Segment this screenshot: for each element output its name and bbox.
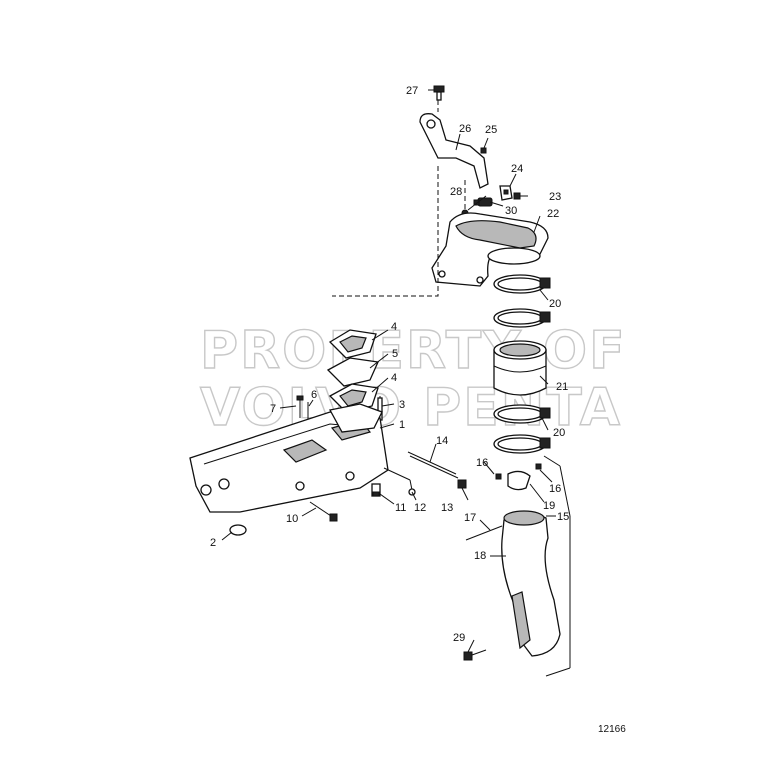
callout-20-lower: 20 xyxy=(553,427,565,439)
callout-20-upper: 20 xyxy=(549,298,561,310)
callout-5: 5 xyxy=(392,348,398,360)
watermark-line-1: PROPERTY OF xyxy=(200,321,627,381)
callout-26: 26 xyxy=(459,123,471,135)
callout-labels: 27 26 25 24 23 28 30 22 20 4 5 4 21 7 6 … xyxy=(210,85,569,644)
callout-12: 12 xyxy=(414,502,426,514)
part-20-hose-clamps-lower xyxy=(493,404,551,454)
callout-27: 27 xyxy=(406,85,418,97)
callout-2: 2 xyxy=(210,537,216,549)
part-20-hose-clamps-upper xyxy=(493,274,551,328)
callout-15: 15 xyxy=(557,511,569,523)
part-27-bolt xyxy=(433,85,445,101)
callout-13: 13 xyxy=(441,502,453,514)
part-14-stud xyxy=(407,451,459,479)
callout-1: 1 xyxy=(399,419,405,431)
part-24-clip xyxy=(499,185,513,201)
callout-19: 19 xyxy=(543,500,555,512)
part-26-lifting-bracket xyxy=(419,113,489,189)
part-15-18-exhaust-pipe xyxy=(501,510,561,657)
callout-7: 7 xyxy=(270,403,276,415)
callout-4-lower: 4 xyxy=(391,372,397,384)
callout-16-right: 16 xyxy=(549,483,561,495)
callout-11: 11 xyxy=(395,502,406,514)
callout-18: 18 xyxy=(474,550,486,562)
part-11-fitting xyxy=(371,483,381,497)
part-17-rod xyxy=(465,525,503,541)
callout-30: 30 xyxy=(505,205,517,217)
callout-21: 21 xyxy=(556,381,568,393)
callout-3: 3 xyxy=(399,399,405,411)
callout-10: 10 xyxy=(286,513,298,525)
callout-4-upper: 4 xyxy=(391,321,397,333)
callout-17: 17 xyxy=(464,512,476,524)
callout-29: 29 xyxy=(453,632,465,644)
part-2-plug xyxy=(229,524,247,536)
part-1-exhaust-manifold xyxy=(189,403,389,513)
callout-23: 23 xyxy=(549,191,561,203)
callout-16-left: 16 xyxy=(476,457,488,469)
part-12-sensor-wire xyxy=(383,467,416,496)
callout-14: 14 xyxy=(436,435,448,447)
part-13-nut xyxy=(457,479,467,489)
part-4-5-gaskets-and-spacer xyxy=(326,329,379,413)
part-16-19-nuts-and-gasket xyxy=(495,463,542,491)
callout-22: 22 xyxy=(547,208,559,220)
part-22-exhaust-elbow xyxy=(431,212,549,287)
callout-24: 24 xyxy=(511,163,523,175)
watermark: PROPERTY OF VOLVO PENTA xyxy=(199,320,627,438)
part-23-bolt xyxy=(513,192,528,200)
part-21-exhaust-hose xyxy=(493,340,547,396)
figure-id: 12166 xyxy=(598,724,626,735)
part-25-nut xyxy=(480,147,487,154)
callout-25: 25 xyxy=(485,124,497,136)
part-29-bolt xyxy=(463,649,487,661)
callout-28: 28 xyxy=(450,186,462,198)
part-30-plug xyxy=(473,197,493,207)
part-10-bolt xyxy=(309,501,338,522)
callout-6: 6 xyxy=(311,389,317,401)
leader-lines xyxy=(221,89,571,677)
